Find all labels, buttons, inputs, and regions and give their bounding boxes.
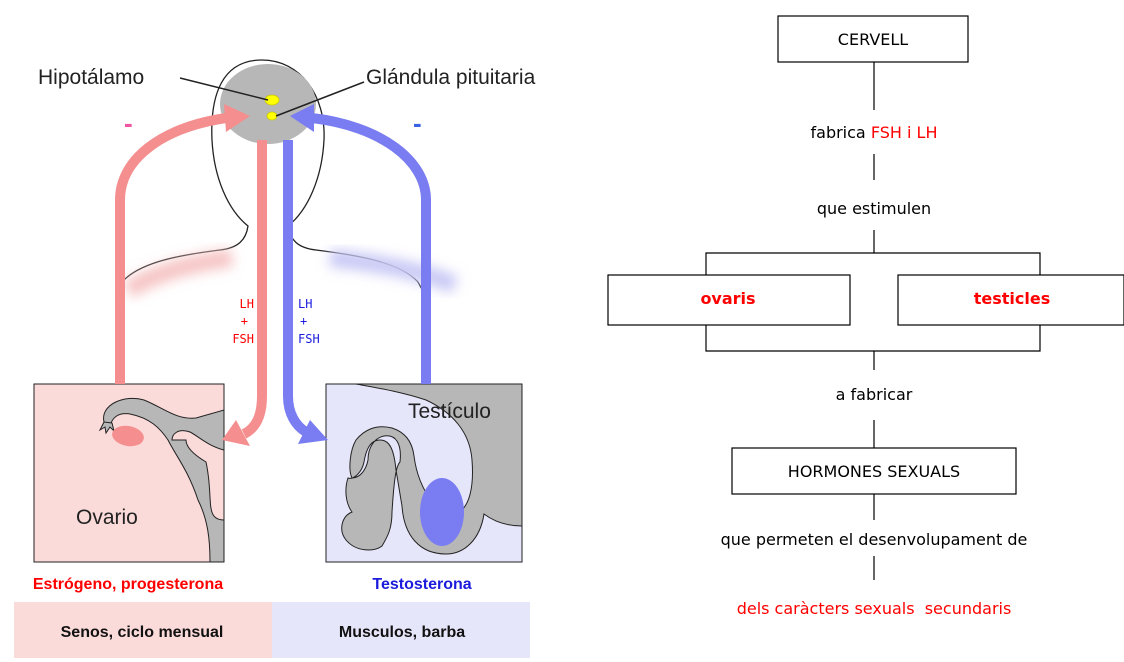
testosterone-arrow	[311, 113, 431, 384]
minus-sign-left: -	[124, 108, 133, 138]
flowchart	[607, 15, 1124, 580]
testicles-label: testicles	[974, 289, 1051, 308]
ovary-shape	[112, 425, 144, 447]
male-hormones-label: Testosterona	[372, 576, 471, 593]
female-lh-label: LH	[240, 297, 254, 311]
female-fsh-label: FSH	[232, 332, 254, 346]
brain-box-label: CERVELL	[838, 30, 908, 49]
hormone-arrows	[115, 104, 431, 446]
lh-fsh-male-arrow	[283, 140, 309, 437]
testosterone-arrow-head	[290, 104, 314, 132]
testicle-label: Testículo	[408, 400, 491, 423]
ovary-label: Ovario	[76, 506, 138, 529]
pituitary-dot	[266, 111, 278, 121]
step1-label: fabrica FSH i LH	[811, 123, 938, 142]
testicles-box	[897, 274, 1124, 326]
hypothalamus-label: Hipotálamo	[38, 66, 144, 89]
ovaries-label: ovaris	[700, 289, 755, 308]
step4-label: que permeten el desenvolupament de	[721, 530, 1028, 549]
minus-sign-right: -	[413, 108, 422, 138]
testicle-shape	[420, 478, 464, 546]
pituitary-label: Glándula pituitaria	[366, 66, 536, 89]
testicle-panel: Testículo	[325, 383, 523, 563]
male-lh-label: LH	[298, 297, 312, 311]
result-label: dels caràcters sexuals secundaris	[737, 599, 1012, 618]
ovary-panel: Ovario	[33, 383, 225, 563]
male-traits-band	[272, 602, 530, 658]
lh-fsh-female-arrow-head	[222, 420, 250, 446]
bottom-bracket	[705, 325, 1041, 352]
male-fsh-label: FSH	[298, 332, 320, 346]
female-plus-label: +	[241, 314, 248, 328]
female-traits-band	[14, 602, 272, 658]
female-traits-label: Senos, ciclo mensual	[61, 624, 224, 641]
shoulder-shade-right	[329, 249, 459, 294]
step1-highlight: FSH i LH	[871, 123, 938, 142]
hormones-box	[731, 447, 1017, 495]
step1-prefix: fabrica	[811, 123, 871, 142]
lh-fsh-male-arrow-head	[298, 420, 328, 444]
estrogen-arrow	[115, 113, 227, 384]
lh-fsh-female-arrow	[241, 140, 267, 439]
step3-label: a fabricar	[836, 385, 913, 404]
male-plus-label: +	[300, 314, 307, 328]
pituitary-pointer	[275, 81, 365, 117]
step2-label: que estimulen	[817, 199, 931, 218]
brain-box	[777, 15, 969, 63]
hormones-box-label: HORMONES SEXUALS	[788, 462, 960, 481]
tube-fimbriae	[98, 421, 115, 435]
fallopian-tube	[103, 397, 225, 563]
top-bracket	[705, 252, 1041, 275]
shoulder-shade-left	[123, 249, 234, 298]
female-hormones-label: Estrógeno, progesterona	[33, 576, 223, 593]
estrogen-arrow-head	[224, 104, 250, 132]
ovaries-box	[607, 274, 851, 326]
male-traits-label: Musculos, barba	[339, 624, 465, 641]
hypothalamus-pointer	[179, 77, 269, 101]
